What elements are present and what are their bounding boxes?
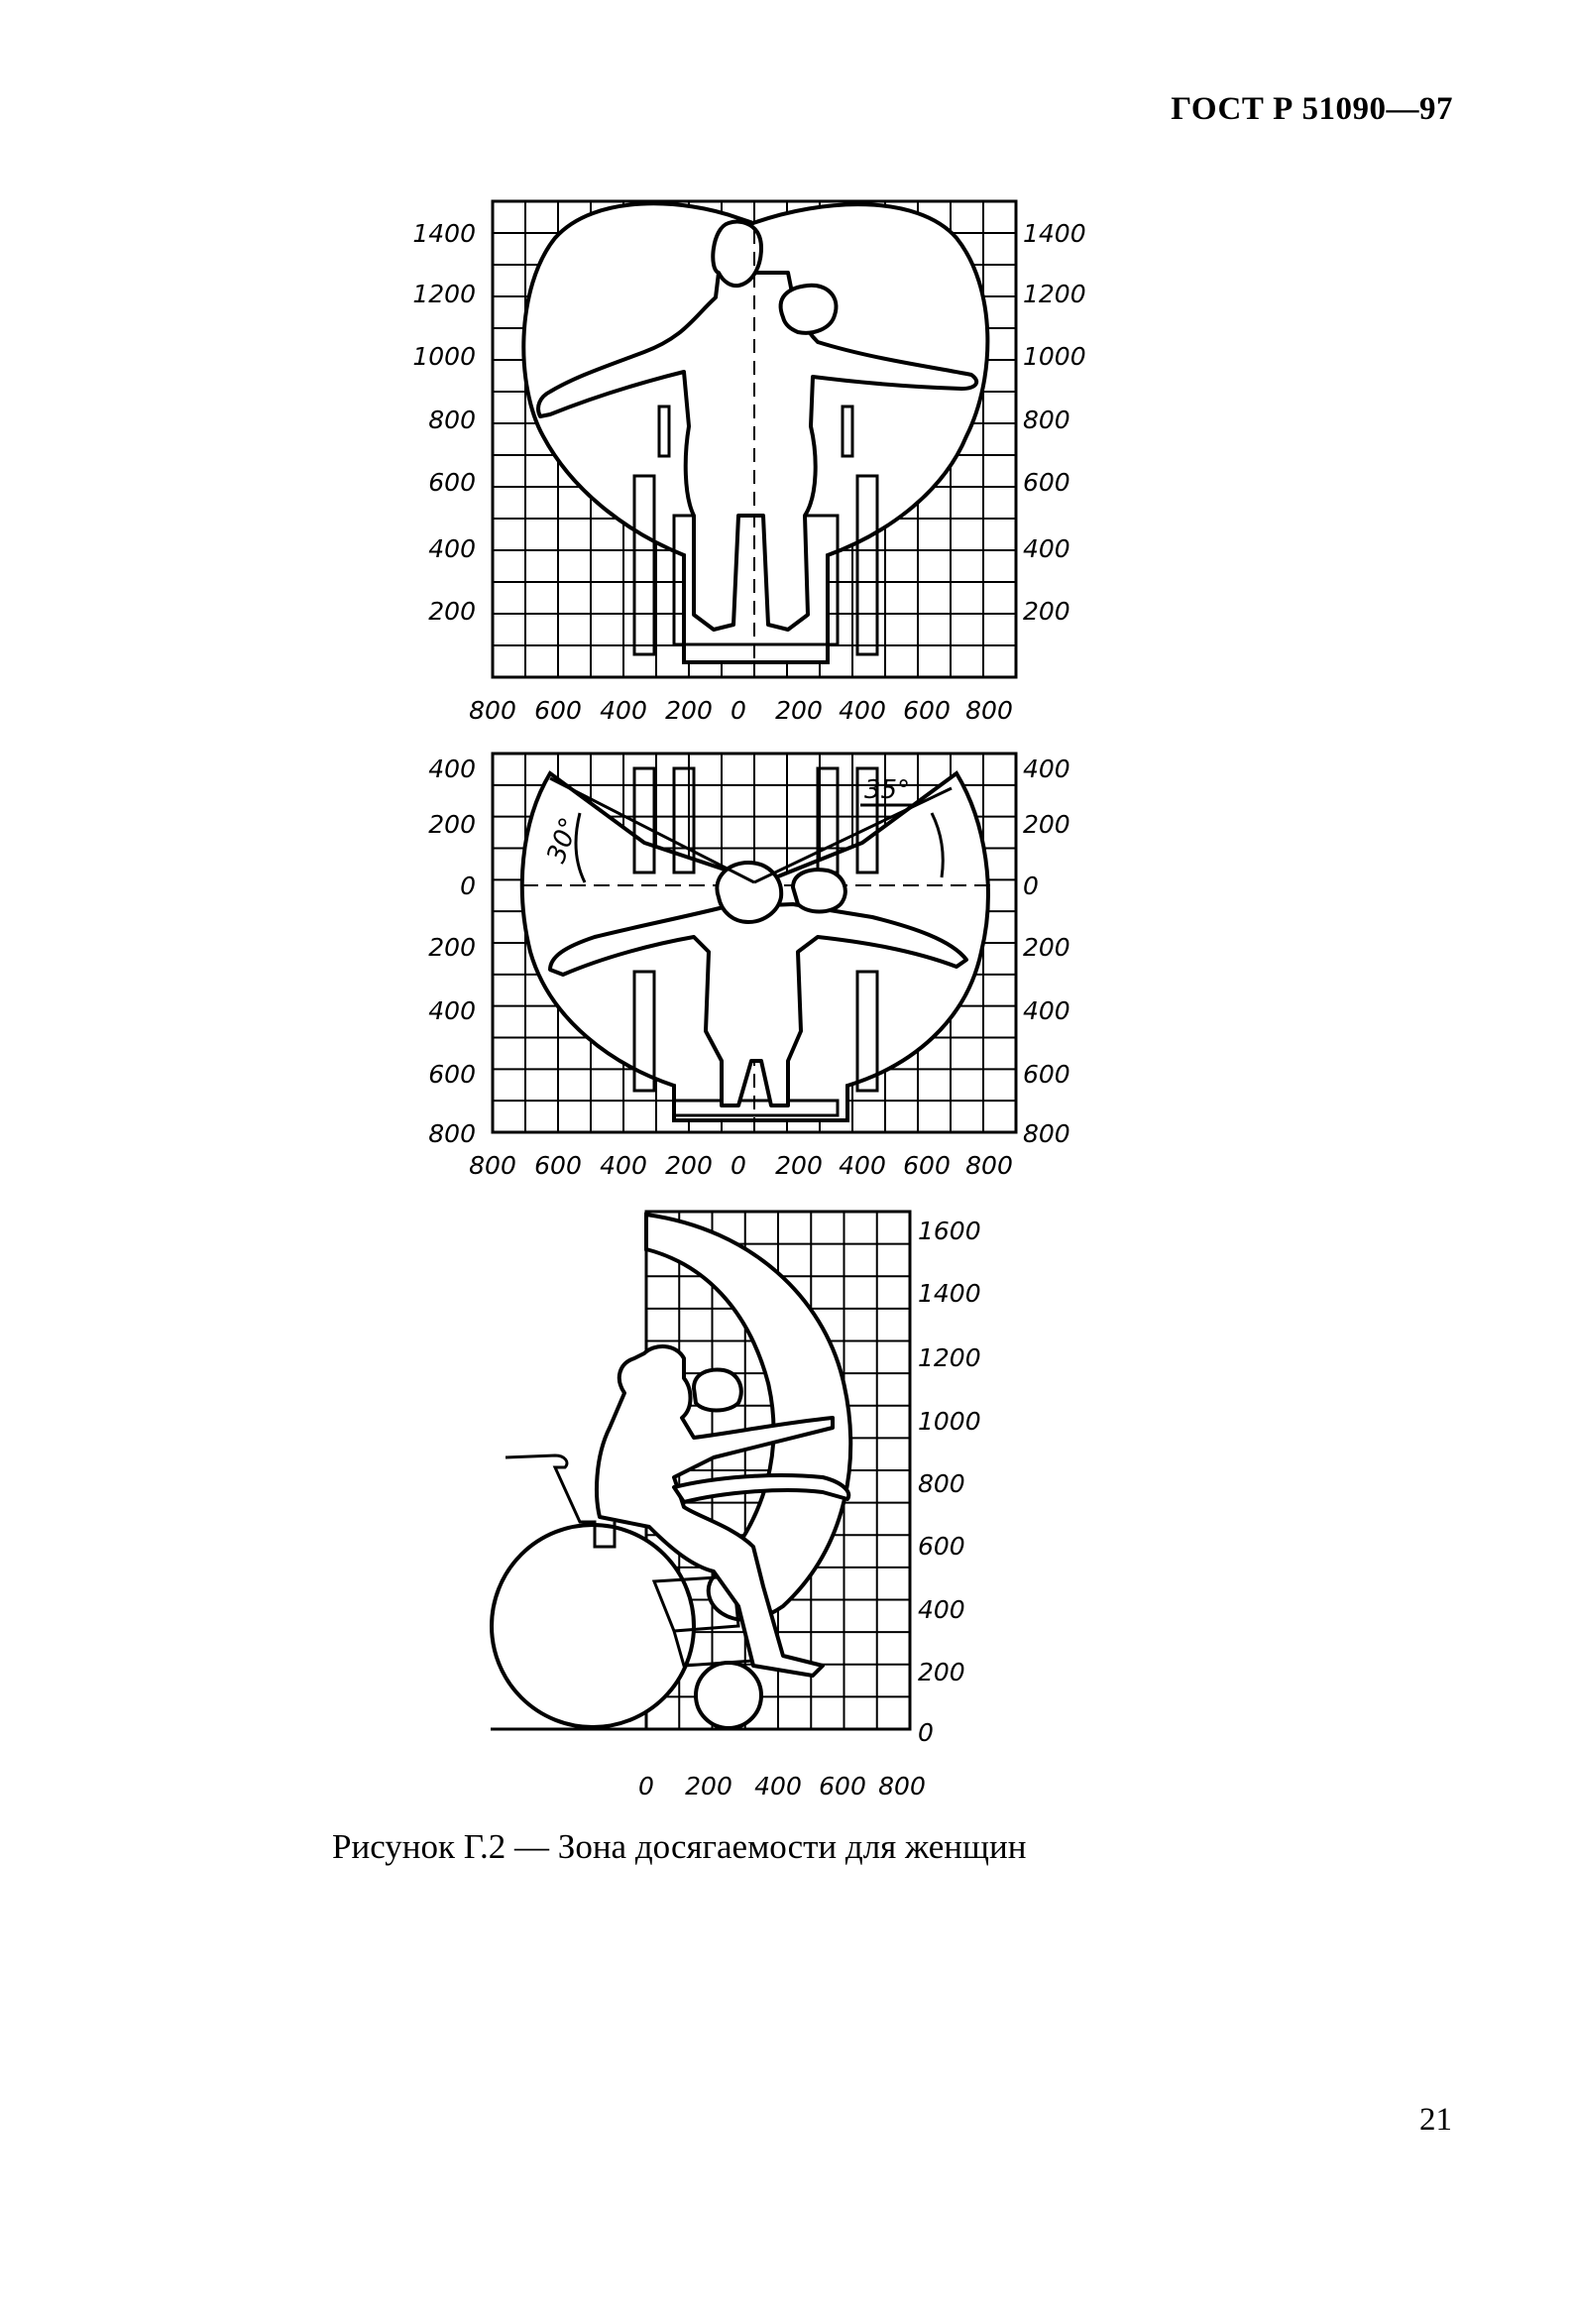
tick-label: 200 <box>1023 933 1070 962</box>
top-head-turned <box>791 868 847 914</box>
tick-label: 600 <box>428 1060 476 1089</box>
tick-label: 800 <box>469 1151 516 1180</box>
front-woman-figure <box>536 271 979 632</box>
tick-label: 400 <box>428 534 476 563</box>
figure-top-view: 30° 35° <box>491 752 1018 1134</box>
document-header: ГОСТ Р 51090—97 <box>1171 91 1453 127</box>
front-view-frame <box>491 199 1018 679</box>
tick-label: 400 <box>754 1772 802 1801</box>
tick-label: 600 <box>903 1151 951 1180</box>
tick-label: 200 <box>775 696 823 725</box>
tick-label: 200 <box>685 1772 732 1801</box>
tick-label: 1200 <box>918 1343 981 1372</box>
figure-caption: Рисунок Г.2 — Зона досягаемости для женщ… <box>332 1827 1027 1866</box>
tick-label: 400 <box>839 1151 886 1180</box>
tick-label: 200 <box>918 1658 965 1686</box>
tick-label: 400 <box>1023 755 1070 783</box>
tick-label: 400 <box>918 1595 965 1624</box>
page-number: 21 <box>1419 2102 1452 2138</box>
front-view-y-ticks-right: 1400 1200 1000 800 600 400 200 <box>1023 219 1086 626</box>
tick-label: 400 <box>1023 534 1070 563</box>
tick-label: 200 <box>1023 597 1070 626</box>
tick-label: 400 <box>600 1151 647 1180</box>
side-arm-forward <box>672 1473 851 1504</box>
front-view-x-ticks: 800 600 400 200 0 200 400 600 800 <box>469 696 1013 725</box>
tick-label: 600 <box>534 1151 582 1180</box>
tick-label: 600 <box>903 696 951 725</box>
tick-label: 0 <box>731 696 746 725</box>
tick-label: 1400 <box>412 219 476 248</box>
tick-label: 200 <box>428 597 476 626</box>
wheelchair-handle <box>505 1453 617 1549</box>
tick-label: 200 <box>775 1151 823 1180</box>
tick-label: 0 <box>731 1151 746 1180</box>
tick-label: 1200 <box>1023 280 1086 308</box>
front-head <box>711 219 763 289</box>
front-caster <box>694 1661 763 1730</box>
tick-label: 800 <box>428 1119 476 1148</box>
tick-label: 0 <box>918 1718 934 1747</box>
tick-label: 600 <box>1023 1060 1070 1089</box>
tick-label: 800 <box>1023 406 1070 434</box>
right-angle-arc <box>930 812 945 878</box>
front-view-y-ticks-left: 1400 1200 1000 800 600 400 200 <box>412 219 476 626</box>
side-woman-figure <box>595 1344 835 1678</box>
tick-label: 1000 <box>918 1407 981 1436</box>
side-head-forward <box>692 1367 743 1413</box>
tick-label: 1200 <box>412 280 476 308</box>
tick-label: 800 <box>428 406 476 434</box>
tick-label: 200 <box>665 696 713 725</box>
side-view-y-ticks-right: 1600 1400 1200 1000 800 600 400 200 0 <box>918 1217 981 1747</box>
tick-label: 600 <box>428 468 476 497</box>
angle-right-label: 35° <box>864 775 910 805</box>
front-head-turned <box>778 283 839 335</box>
right-angle-ray <box>753 786 953 884</box>
tick-label: 1400 <box>918 1279 981 1308</box>
tick-label: 400 <box>839 696 886 725</box>
left-angle-arc <box>574 812 587 883</box>
tick-label: 200 <box>428 810 476 839</box>
tick-label: 200 <box>1023 810 1070 839</box>
tick-label: 400 <box>428 996 476 1025</box>
tick-label: 800 <box>1023 1119 1070 1148</box>
tick-label: 400 <box>1023 996 1070 1025</box>
tick-label: 200 <box>428 933 476 962</box>
top-view-x-ticks: 800 600 400 200 0 200 400 600 800 <box>469 1151 1013 1180</box>
tick-label: 800 <box>965 1151 1013 1180</box>
figure-front-view <box>491 199 1018 679</box>
tick-label: 800 <box>469 696 516 725</box>
left-angle-ray <box>549 776 755 884</box>
tick-label: 1400 <box>1023 219 1086 248</box>
tick-label: 0 <box>1023 872 1039 900</box>
tick-label: 600 <box>534 696 582 725</box>
tick-label: 1600 <box>918 1217 981 1245</box>
tick-label: 800 <box>918 1469 965 1498</box>
tick-label: 400 <box>428 755 476 783</box>
tick-label: 600 <box>819 1772 866 1801</box>
top-wheelchair <box>632 766 879 1117</box>
top-view-y-ticks-right: 400 200 0 200 400 600 800 <box>1023 755 1070 1148</box>
tick-label: 600 <box>1023 468 1070 497</box>
figure-side-view <box>490 1210 912 1731</box>
tick-label: 1000 <box>1023 342 1086 371</box>
tick-label: 0 <box>460 872 476 900</box>
top-head <box>715 861 784 924</box>
front-wheelchair <box>632 405 879 656</box>
tick-label: 800 <box>878 1772 926 1801</box>
top-woman-figure <box>548 902 968 1107</box>
tick-label: 200 <box>665 1151 713 1180</box>
tick-label: 0 <box>638 1772 654 1801</box>
tick-label: 800 <box>965 696 1013 725</box>
rear-wheel <box>490 1523 696 1729</box>
tick-label: 1000 <box>412 342 476 371</box>
top-view-frame <box>491 752 1018 1134</box>
top-view-y-ticks-left: 400 200 0 200 400 600 800 <box>428 755 476 1148</box>
tick-label: 600 <box>918 1532 965 1561</box>
tick-label: 400 <box>600 696 647 725</box>
side-view-x-ticks: 0 200 400 600 800 <box>638 1772 926 1801</box>
